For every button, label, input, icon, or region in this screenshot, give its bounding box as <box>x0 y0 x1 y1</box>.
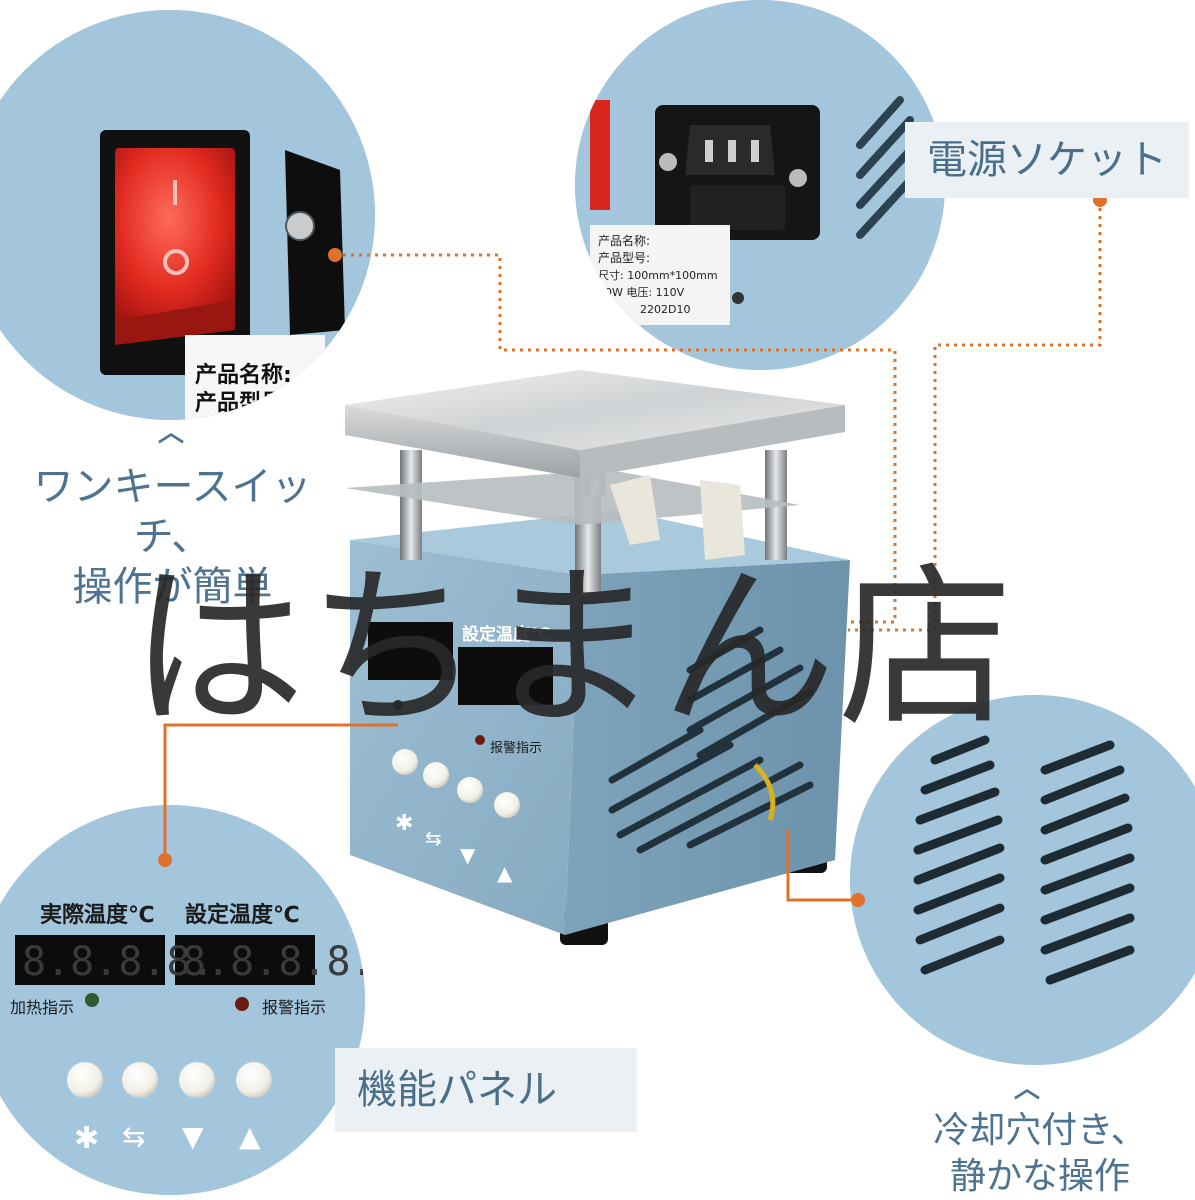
device-alarm-label: 报警指示 <box>490 740 542 756</box>
panel-label-actual: 実際温度℃ <box>40 902 155 928</box>
panel-display-actual: 8.8.8.8. <box>22 939 215 985</box>
panel-heat-label: 加热指示 <box>10 998 74 1017</box>
callout-switch: ワンキースイッチ、 操作が簡単 <box>0 462 345 612</box>
socket-sticker-line3: 尺寸: 100mm*100mm <box>598 268 718 282</box>
socket-sticker-line4: 00W 电压: 110V <box>598 286 685 299</box>
device-symbol-up: ▲ <box>497 861 513 885</box>
callout-cooling-line1: 冷却穴付き、 <box>933 1110 1147 1151</box>
switch-sticker-line2: 产品型号: <box>195 391 292 416</box>
panel-alarm-label: 报警指示 <box>262 998 326 1017</box>
callout-panel: 機能パネル <box>335 1048 637 1132</box>
vents-closeup <box>850 695 1195 1065</box>
switch-sticker-line1: 产品名称: <box>195 362 292 388</box>
panel-label-set: 設定温度℃ <box>185 902 300 928</box>
callout-switch-line1: ワンキースイッチ、 <box>33 464 312 560</box>
arrow-up-icon: ︿ <box>1014 1074 1041 1104</box>
hot-plate-device: 設定温度℃ 报警指示 ✱ ⇆ ▼ ▲ <box>345 370 850 945</box>
device-symbol-star: ✱ <box>395 811 413 836</box>
panel-closeup: 実際温度℃ 設定温度℃ 8.8.8.8. 8.8.8.8. 加热指示 报警指示 … <box>0 805 375 1195</box>
panel-symbol-down: ▼ <box>182 1120 204 1153</box>
watermark-text: はちまん店 <box>130 548 1015 751</box>
socket-sticker-line1: 产品名称: <box>598 233 650 248</box>
panel-display-set: 8.8.8.8. <box>182 939 375 985</box>
arrow-up-icon: ︿ <box>158 418 185 448</box>
callout-cooling: 冷却穴付き、 静かな操作 <box>905 1108 1175 1200</box>
device-label-set: 設定温度℃ <box>462 624 551 645</box>
panel-symbol-swap: ⇆ <box>122 1120 145 1153</box>
callout-cooling-line2: 静かな操作 <box>949 1156 1130 1197</box>
device-symbol-swap: ⇆ <box>425 826 442 850</box>
socket-closeup: 产品名称: 产品型号: 尺寸: 100mm*100mm 00W 电压: 110V… <box>575 0 945 370</box>
socket-sticker-line5: 2202D10 <box>640 303 690 316</box>
device-symbol-down: ▼ <box>460 843 476 867</box>
callout-socket: 電源ソケット <box>905 122 1189 198</box>
callout-switch-line2: 操作が簡単 <box>72 564 273 610</box>
socket-sticker-line2: 产品型号: <box>598 251 650 265</box>
panel-symbol-star: ✱ <box>74 1121 99 1156</box>
switch-closeup: 产品名称: 产品型号: <box>0 10 375 420</box>
panel-symbol-up: ▲ <box>239 1120 261 1153</box>
callout-connectors <box>158 193 1107 907</box>
